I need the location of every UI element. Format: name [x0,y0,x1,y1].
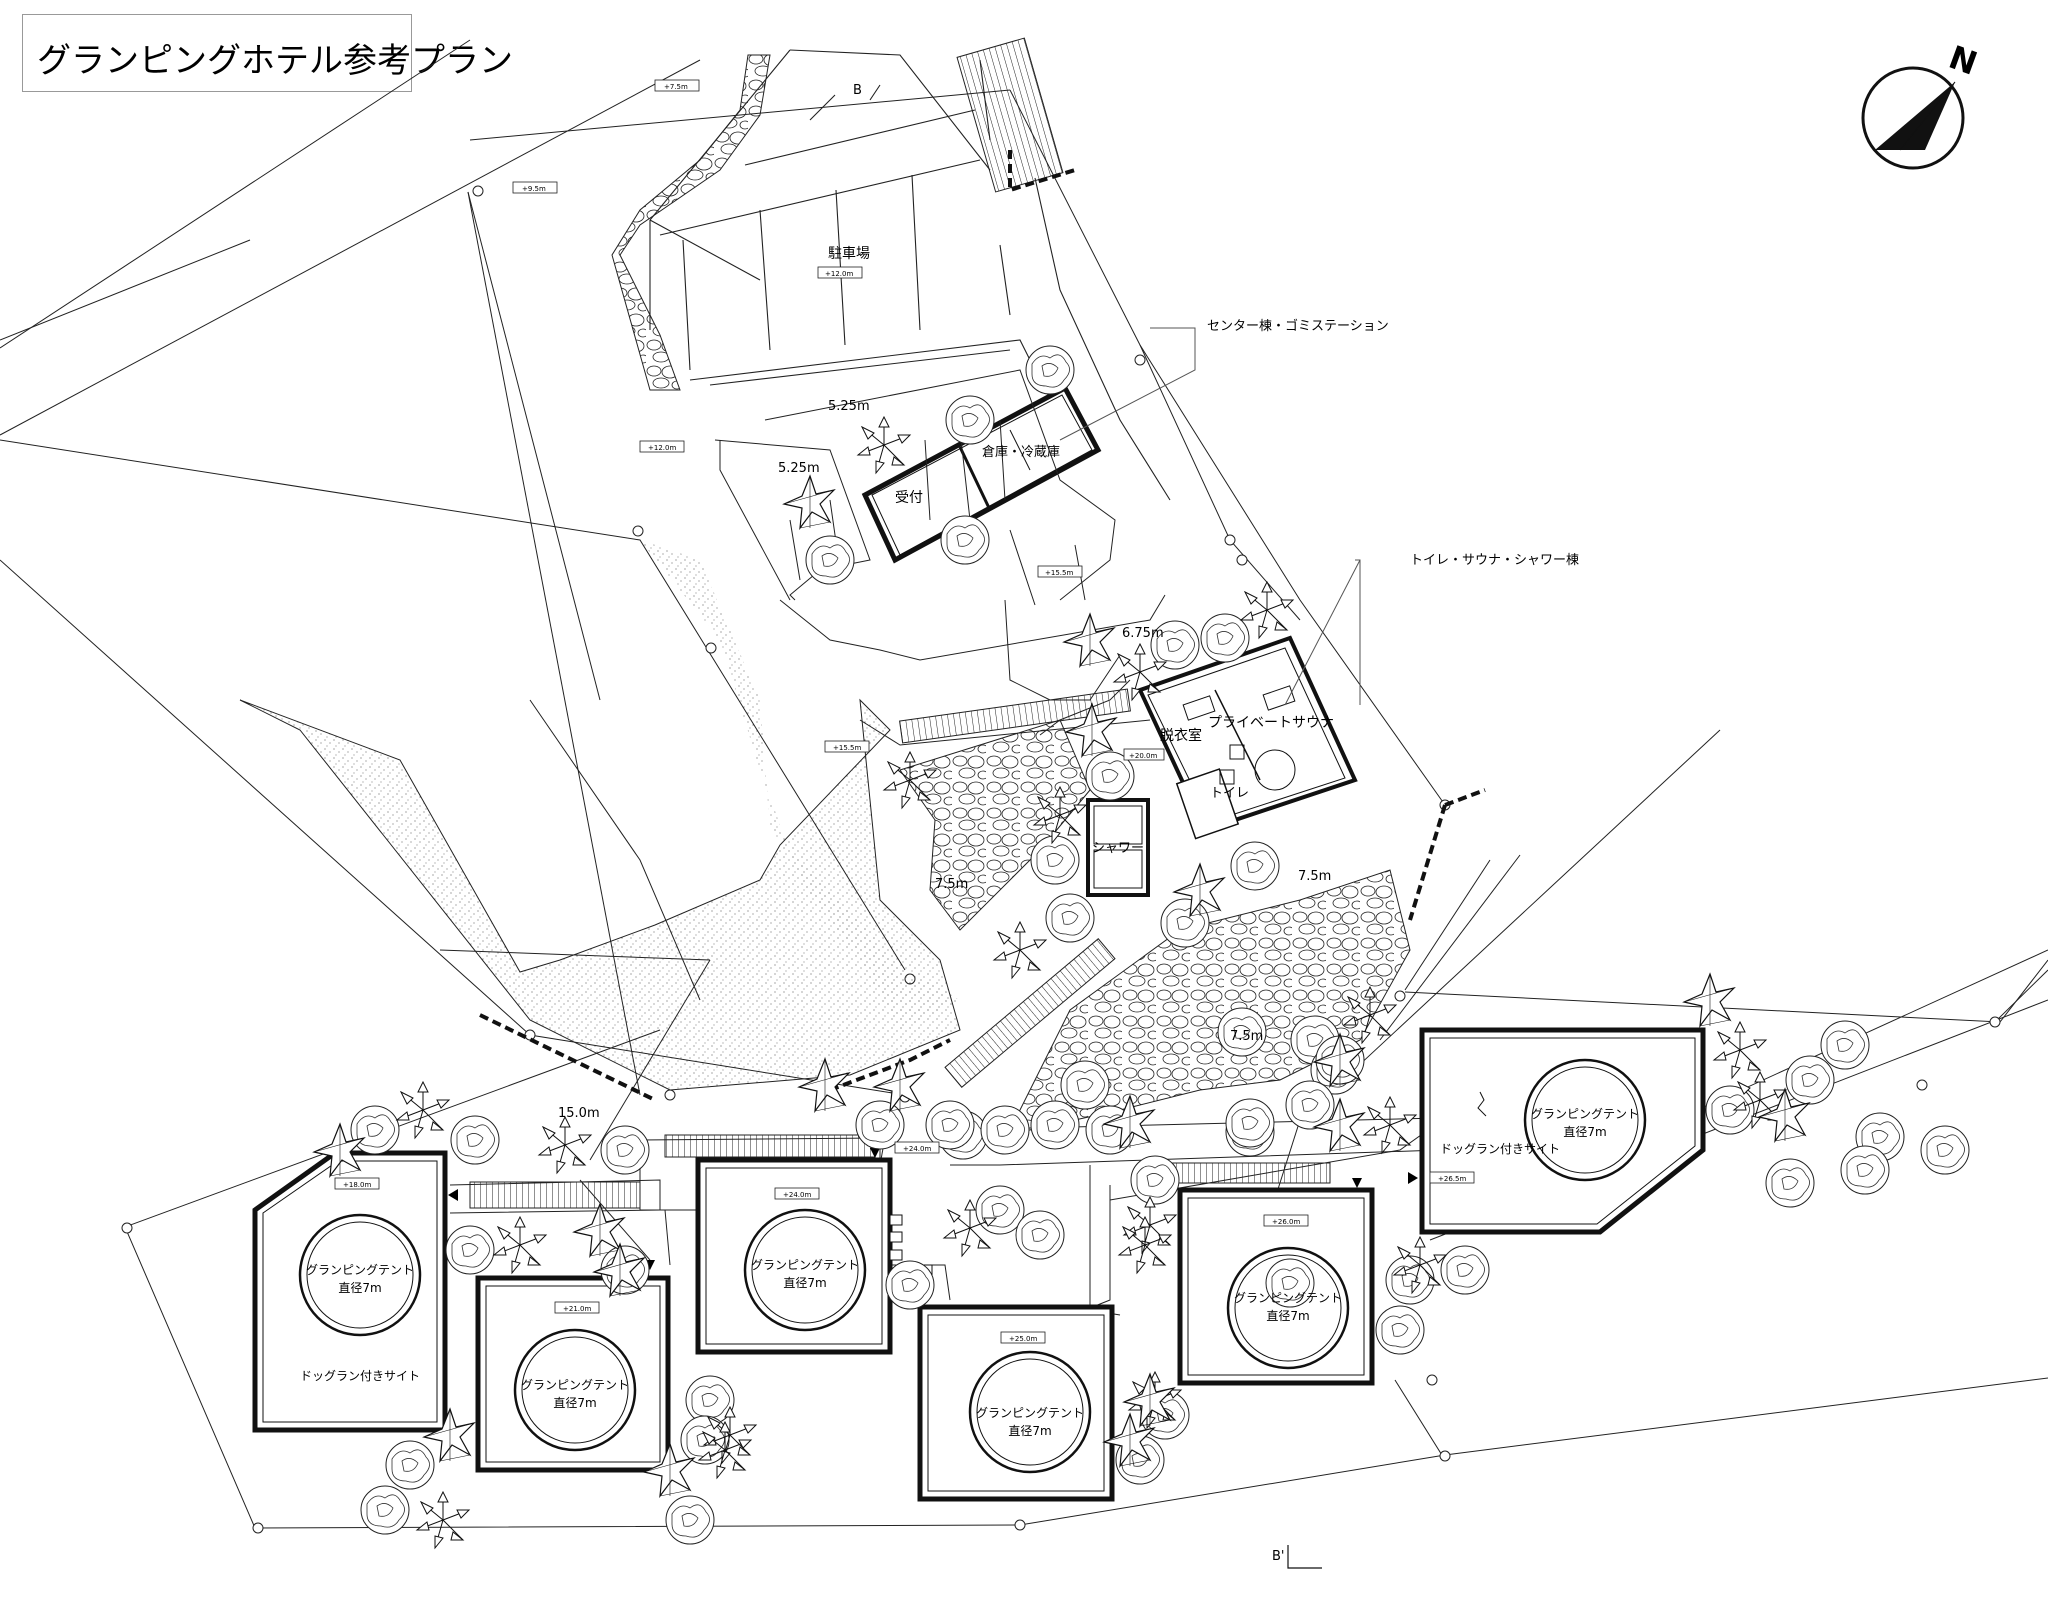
elevation-value: +24.0m [903,1145,931,1153]
storage-label: 倉庫・冷蔵庫 [982,445,1060,460]
tent-labels: グランピングテント 直径7m ドッグラン付きサイト グランピングテント 直径7m… [300,1107,1639,1438]
dimension-label: 5.25m [778,461,820,476]
tent-size: 直径7m [1008,1424,1051,1438]
stone-terrace-west [899,719,1091,931]
changing-room-label: 脱衣室 [1160,727,1202,744]
title-box: グランピングホテル参考プラン [22,14,513,92]
plan-title: グランピングホテル参考プラン [37,41,513,81]
elevation-value: +18.0m [343,1181,371,1189]
gravel-path [239,698,961,1091]
section-mark-b: B [853,83,862,98]
tent-size: 直径7m [783,1276,826,1290]
elevation-values: +7.5m +9.5m +12.0m +12.0m +15.5m +15.5m … [343,83,1466,1343]
tent-size: 直径7m [1266,1309,1309,1323]
elevation-value: +25.0m [1009,1335,1037,1343]
tent-name: グランピングテント [521,1378,629,1392]
elevation-value: +24.0m [783,1191,811,1199]
tent-name: グランピングテント [1234,1291,1342,1305]
tent-size: 直径7m [1563,1125,1606,1139]
dimension-label: 7.5m [935,877,968,892]
elevation-value: +7.5m [664,83,688,91]
tent-name: グランピングテント [306,1263,414,1277]
center-building-callout: センター棟・ゴミステーション [1207,318,1389,334]
retaining-wall-north [611,54,771,391]
shower-building [1086,798,1150,897]
elevation-value: +9.5m [522,185,546,193]
dog-site-label: ドッグラン付きサイト [300,1369,420,1383]
leader-lines [1059,327,1361,706]
dimension-label: 6.75m [1122,626,1164,641]
fence-lines [479,150,1486,1102]
shower-label: シャワー [1092,841,1144,856]
deck-steps-north [664,1134,876,1158]
section-arrow [1287,1545,1322,1569]
north-arrow: N [1861,38,1982,170]
elevation-value: +12.0m [825,270,853,278]
elevation-value: +12.0m [648,444,676,452]
tent-name: グランピングテント [1531,1107,1639,1121]
tent-size: 直径7m [553,1396,596,1410]
dimension-label: 5.25m [828,399,870,414]
elevation-value: +15.5m [833,744,861,752]
toilet-building-callout: トイレ・サウナ・シャワー棟 [1410,553,1579,568]
tent-name: グランピングテント [751,1258,859,1272]
tent-name: グランピングテント [976,1406,1084,1420]
section-mark-b-prime: B' [1272,1549,1285,1564]
dimension-label: 7.5m [1230,1029,1263,1044]
center-building [861,384,1102,564]
parking-label: 駐車場 [828,245,870,262]
north-label: N [1944,38,1982,83]
parking-lot [649,49,1171,501]
elevation-value: +26.5m [1438,1175,1466,1183]
parking-layout [714,369,1166,746]
dimension-label: 15.0m [558,1106,600,1121]
elevation-value: +15.5m [1045,569,1073,577]
middle-stairs [899,688,1131,1088]
toilet-label: トイレ [1210,786,1249,801]
elevation-value: +20.0m [1129,752,1157,760]
dimension-label: 7.5m [1298,869,1331,884]
elevation-value: +26.0m [1272,1218,1300,1226]
sauna-label: プライベートサウナ [1208,715,1334,731]
tent-size: 直径7m [338,1281,381,1295]
toilet-sauna-building [1137,635,1358,840]
reception-label: 受付 [895,490,923,506]
elevation-value: +21.0m [563,1305,591,1313]
elevation-tags [334,79,1475,1344]
dog-site-label: ドッグラン付きサイト [1440,1142,1560,1156]
dimension-labels: 5.25m 5.25m 6.75m 7.5m 7.5m 7.5m 15.0m [558,399,1331,1121]
deck-steps-west [469,1181,641,1209]
